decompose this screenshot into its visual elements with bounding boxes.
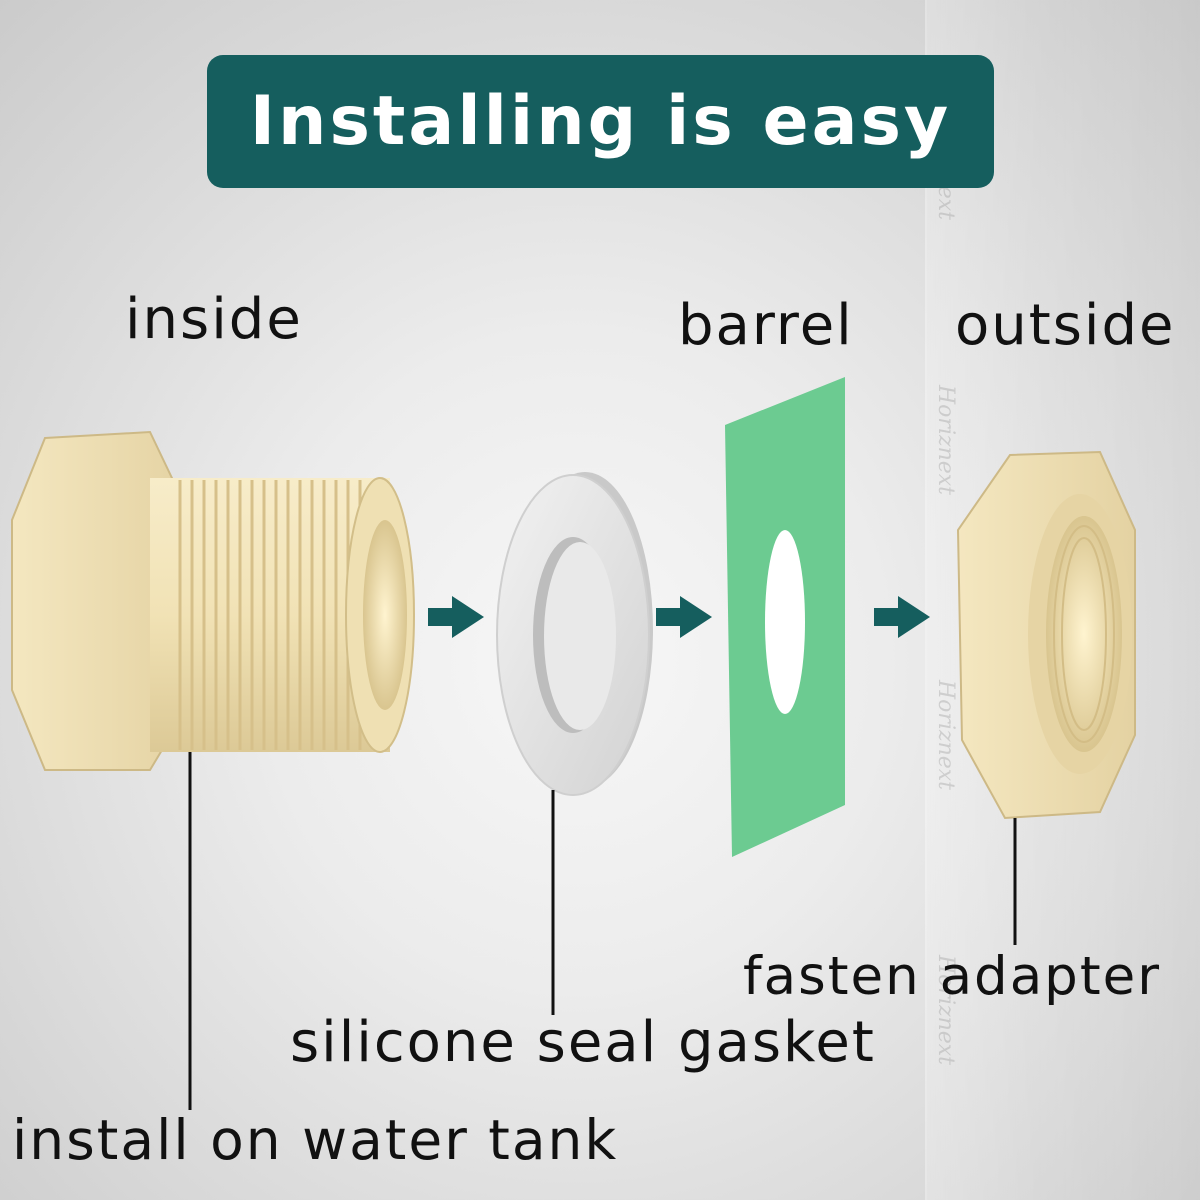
page-title: Installing is easy	[249, 82, 952, 161]
label-install-on-tank: install on water tank	[12, 1108, 619, 1172]
bulkhead-fitting	[11, 430, 415, 771]
label-inside: inside	[125, 287, 303, 352]
label-silicone-gasket: silicone seal gasket	[290, 1010, 876, 1075]
fitting-bore	[363, 520, 407, 710]
silicone-gasket	[496, 472, 653, 796]
barrel-wall-sheet	[725, 377, 845, 857]
fitting-hex-flange	[11, 430, 193, 771]
arrow-icon	[428, 596, 484, 638]
arrow-icon	[874, 596, 930, 638]
label-outside: outside	[955, 293, 1176, 358]
title-banner: Installing is easy	[207, 55, 994, 188]
adapter-nut	[956, 450, 1136, 820]
label-fasten-adapter: fasten adapter	[743, 946, 1161, 1007]
arrow-icon	[656, 596, 712, 638]
label-barrel: barrel	[678, 293, 854, 358]
